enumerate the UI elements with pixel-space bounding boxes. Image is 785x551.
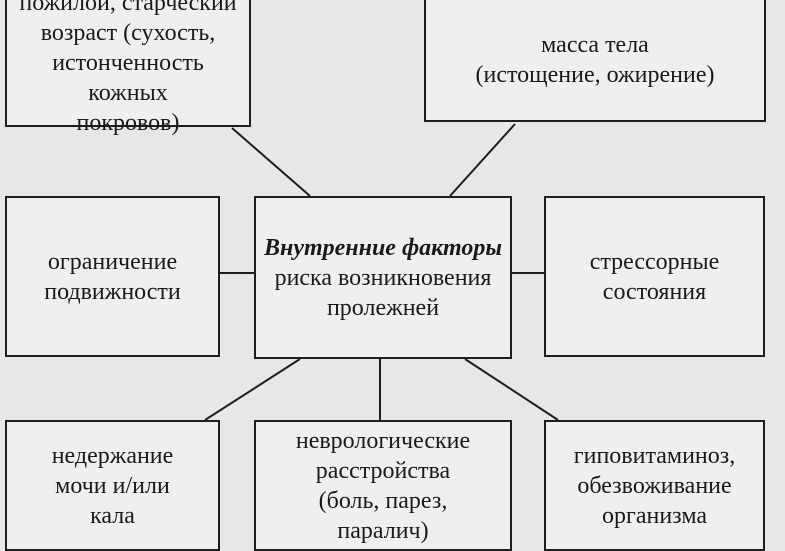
factor-mobility-text: ограничение подвижности (44, 248, 181, 305)
factor-age-text: пожилой, старческий возраст (сухость, ис… (19, 0, 237, 136)
factor-mobility-box: ограничение подвижности (5, 196, 220, 357)
factor-hypovitaminosis-text: гиповитаминоз, обезвоживание организма (573, 442, 736, 529)
factor-incontinence-box: недержание мочи и/или кала (5, 420, 220, 551)
factor-body-mass-text: масса тела (истощение, ожирение) (475, 32, 715, 88)
connector-bottom-right (464, 358, 559, 421)
factor-stress-text: стрессорные состояния (589, 248, 720, 305)
factor-neurological-box: неврологические расстройства (боль, паре… (254, 420, 512, 551)
factor-hypovitaminosis-box: гиповитаминоз, обезвоживание организма (544, 420, 765, 551)
connector-bottom-left (204, 358, 301, 421)
factor-body-mass-box: масса тела (истощение, ожирение) (424, 0, 766, 122)
factor-neurological-text: неврологические расстройства (боль, паре… (295, 427, 471, 544)
central-concept-rest: риска возникновения пролежней (274, 264, 492, 321)
central-concept-box: Внутренние факторы риска возникновения п… (254, 196, 512, 359)
connector-top-left (231, 127, 311, 197)
factor-stress-box: стрессорные состояния (544, 196, 765, 357)
central-concept-text: Внутренние факторы риска возникновения п… (262, 233, 504, 323)
factor-incontinence-text: недержание мочи и/или кала (51, 442, 174, 529)
central-concept-emphasis: Внутренние факторы (264, 234, 502, 261)
connector-top-right (449, 123, 516, 197)
factor-age-box: пожилой, старческий возраст (сухость, ис… (5, 0, 251, 136)
